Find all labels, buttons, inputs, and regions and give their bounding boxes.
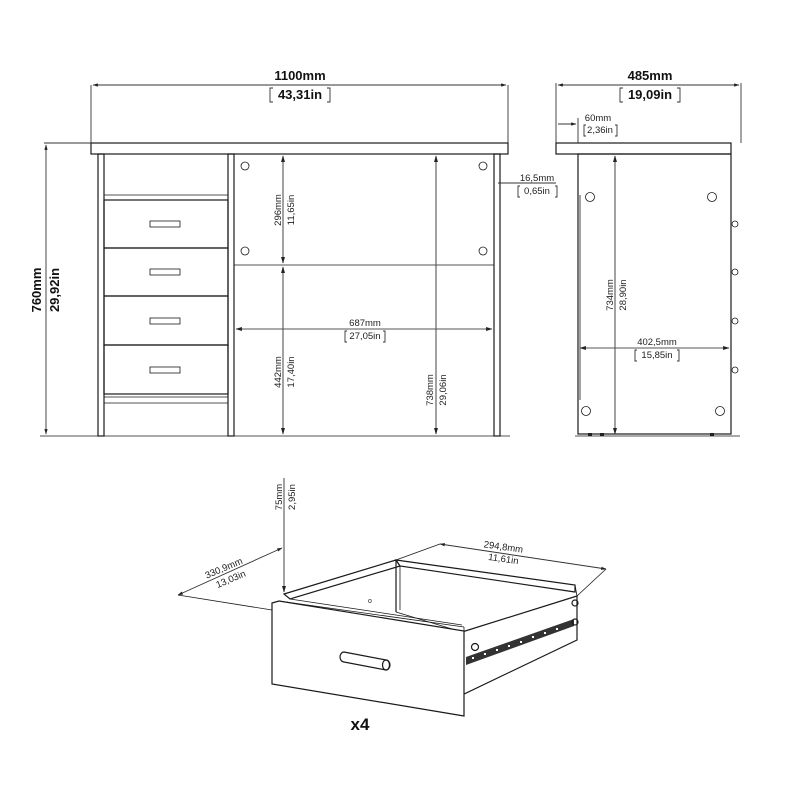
- dim-side-height-mm: 734mm: [605, 279, 616, 311]
- dim-kneehole-width-in: 27,05in: [349, 331, 380, 342]
- dim-kneehole-width-mm: 687mm: [349, 318, 381, 329]
- drawer-1[interactable]: [103, 199, 229, 249]
- svg-text:o: o: [368, 598, 372, 605]
- cam-hole: [478, 246, 488, 256]
- pedestal-side: [227, 153, 235, 437]
- dim-overhang-in: 0,65in: [524, 186, 550, 197]
- drawer-handle-2: [149, 268, 181, 276]
- dim-height-in: 29,92in: [47, 268, 62, 312]
- right-leg: [493, 153, 501, 437]
- dim-drawer-width-mm: 294,8mm: [483, 539, 524, 555]
- front-view: 1100mm 43,31in 760mm 29,92in 296mm 11,65…: [29, 68, 558, 437]
- dim-back-offset-mm: 60mm: [585, 113, 611, 124]
- drawer-handle-1: [149, 220, 181, 228]
- side-view: 485mm 19,09in 60mm 2,36in 734mm 28,90in …: [555, 68, 742, 437]
- drawer-handle-3: [149, 317, 181, 325]
- dim-under-top-in: 29,06in: [438, 374, 449, 405]
- drawer-4[interactable]: [103, 344, 229, 395]
- dim-upper-opening-mm: 296mm: [273, 194, 284, 226]
- dim-drawer-height-in: 2,95in: [287, 484, 298, 510]
- drawer-2[interactable]: [103, 247, 229, 297]
- drawer-detail: o 75mm 2,95in 330,9mm 13,03in 294,8mm 11…: [177, 478, 607, 734]
- dim-back-offset-in: 2,36in: [587, 125, 613, 136]
- drawer-3[interactable]: [103, 295, 229, 346]
- dim-depth-in: 19,09in: [628, 87, 672, 102]
- dim-kneehole-height-mm: 442mm: [273, 356, 284, 388]
- side-top: [555, 142, 732, 155]
- left-leg: [97, 153, 105, 437]
- dim-side-height-in: 28,90in: [618, 279, 629, 310]
- dim-drawer-height-mm: 75mm: [274, 484, 285, 510]
- dim-inner-depth-mm: 402,5mm: [637, 337, 677, 348]
- drawer-handle-4: [149, 366, 181, 374]
- cam-hole: [478, 161, 488, 171]
- drawer-quantity-label: x4: [351, 715, 370, 734]
- cam-hole: [240, 246, 250, 256]
- side-panel: [577, 153, 732, 435]
- dim-overhang-mm: 16,5mm: [520, 173, 554, 184]
- dim-height-mm: 760mm: [29, 268, 44, 313]
- drawer-stack: [103, 199, 229, 395]
- cam-hole: [240, 161, 250, 171]
- dim-kneehole-height-in: 17,40in: [286, 356, 297, 387]
- dim-upper-opening-in: 11,65in: [286, 195, 297, 225]
- dim-drawer-width-in: 11,61in: [487, 552, 519, 567]
- desk-top: [90, 142, 509, 155]
- dim-width-mm: 1100mm: [274, 68, 325, 83]
- dim-width-in: 43,31in: [278, 87, 322, 102]
- drawer-front: [271, 600, 465, 717]
- dim-depth-mm: 485mm: [628, 68, 673, 83]
- dim-inner-depth-in: 15,85in: [641, 350, 672, 361]
- dim-under-top-mm: 738mm: [425, 374, 436, 406]
